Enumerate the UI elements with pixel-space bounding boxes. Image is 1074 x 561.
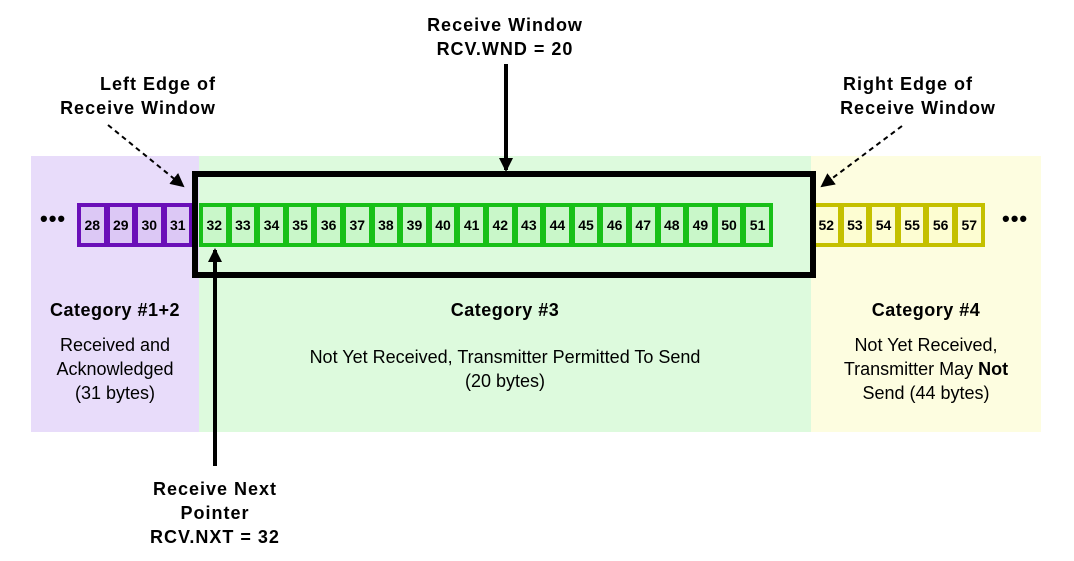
receive-next-line1: Receive Next xyxy=(152,479,278,499)
byte-cell: 51 xyxy=(742,203,773,247)
left-edge-line2: Receive Window xyxy=(60,98,216,118)
byte-cell: 53 xyxy=(839,203,871,247)
receive-next-label: Receive Next Pointer RCV.NXT = 32 xyxy=(115,477,315,549)
byte-cell: 38 xyxy=(370,203,402,247)
category-1-2-title: Category #1+2 xyxy=(49,300,181,320)
cat3-line2: (20 bytes) xyxy=(464,371,546,391)
byte-cell: 30 xyxy=(134,203,165,247)
category-3-description: Not Yet Received, Transmitter Permitted … xyxy=(199,345,811,393)
category-4-title: Category #4 xyxy=(871,300,981,320)
cat4-line3: Send (44 bytes) xyxy=(862,383,990,403)
category-1-2-region xyxy=(31,156,199,432)
byte-cell: 31 xyxy=(162,203,193,247)
left-edge-label: Left Edge of Receive Window xyxy=(40,72,236,120)
category-3-title: Category #3 xyxy=(450,300,560,320)
right-edge-line1: Right Edge of xyxy=(843,74,973,94)
receive-window-label: Receive Window RCV.WND = 20 xyxy=(405,13,605,61)
cat3-line1: Not Yet Received, Transmitter Permitted … xyxy=(309,347,701,367)
category-1-2-description: Received and Acknowledged (31 bytes) xyxy=(31,333,199,405)
category-4-text: Category #4 Not Yet Received, Transmitte… xyxy=(811,300,1041,405)
category-4-region xyxy=(811,156,1041,432)
left-edge-line1: Left Edge of xyxy=(100,74,216,94)
category-1-2-text: Category #1+2 Received and Acknowledged … xyxy=(31,300,199,405)
leading-ellipsis: ••• xyxy=(40,206,67,231)
left-edge-arrow xyxy=(107,124,185,188)
right-edge-arrow xyxy=(820,125,903,188)
byte-cell: 33 xyxy=(227,203,259,247)
receive-window-title: Receive Window xyxy=(427,15,583,35)
cat4-line1: Not Yet Received, xyxy=(854,335,998,355)
receive-next-line2: Pointer xyxy=(180,503,250,523)
byte-cell: 57 xyxy=(953,203,985,247)
cat12-line1: Received and xyxy=(59,335,171,355)
right-edge-line2: Receive Window xyxy=(840,98,996,118)
cat4-line2: Transmitter May Not xyxy=(811,357,1041,381)
cat12-line3: (31 bytes) xyxy=(74,383,156,403)
rcv-wnd-value: RCV.WND = 20 xyxy=(436,39,574,59)
category-3-region xyxy=(199,156,811,432)
cat4-line2-text: Transmitter May xyxy=(843,359,979,379)
right-edge-label: Right Edge of Receive Window xyxy=(820,72,1016,120)
cat12-line2: Acknowledged xyxy=(56,359,174,379)
cat4-emphasis-not: Not xyxy=(978,359,1009,379)
receive-window-frame xyxy=(192,171,816,278)
byte-cell: 35 xyxy=(284,203,316,247)
category-3-text: Category #3 Not Yet Received, Transmitte… xyxy=(199,300,811,393)
rcv-nxt-value: RCV.NXT = 32 xyxy=(150,527,280,547)
trailing-ellipsis: ••• xyxy=(1002,206,1029,231)
category-4-description: Not Yet Received, Transmitter May Not Se… xyxy=(811,333,1041,405)
